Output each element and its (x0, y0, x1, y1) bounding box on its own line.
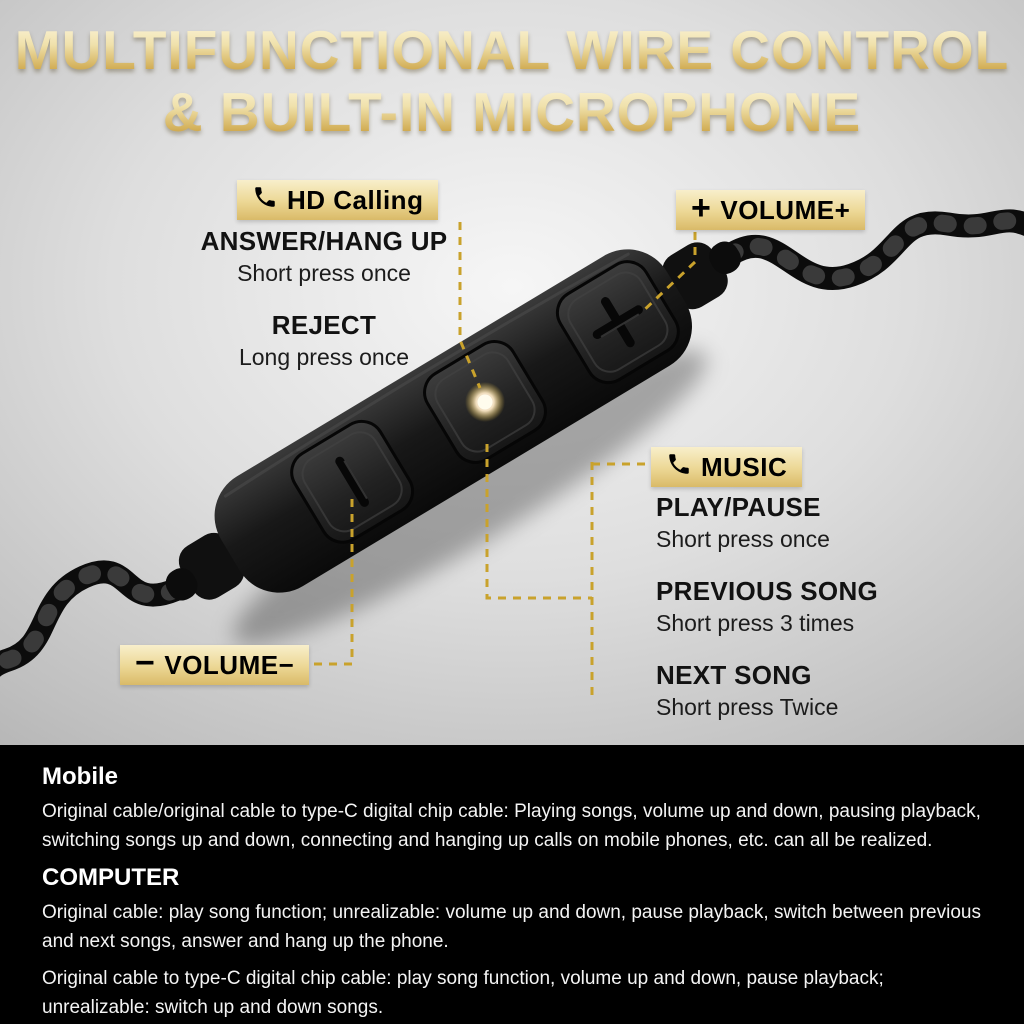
phone-icon (252, 184, 278, 217)
volume-up-label: VOLUME+ (720, 194, 851, 225)
connector-music-device (485, 444, 592, 600)
volume-down-badge: − VOLUME− (120, 644, 310, 685)
minus-icon: − (135, 644, 156, 682)
item-desc: Long press once (238, 344, 410, 370)
item-desc: Short press once (656, 526, 830, 552)
item-desc: Short press once (237, 260, 411, 286)
music-label: MUSIC (701, 451, 788, 482)
cable-bottom (0, 560, 187, 677)
reject-item: REJECT Long press once (188, 310, 460, 371)
volume-up-badge: + VOLUME+ (676, 189, 866, 230)
item-title: PLAY/PAUSE (656, 492, 821, 522)
volume-up-button (555, 260, 680, 385)
item-desc: Short press 3 times (656, 610, 855, 636)
computer-heading: COMPUTER (42, 864, 180, 891)
computer-paragraph-1: Original cable: play song function; unre… (42, 902, 981, 952)
connector-volume-down (314, 494, 354, 666)
item-title: REJECT (271, 310, 377, 340)
cable-top (718, 209, 1024, 290)
connector-volume-up (640, 232, 697, 314)
center-multifunction-button (423, 340, 547, 464)
connector-hd-calling (458, 222, 482, 389)
compatibility-panel: Mobile Original cable/original cable to … (0, 745, 1024, 1024)
hd-calling-items: ANSWER/HANG UP Short press once REJECT L… (188, 226, 460, 394)
item-title: ANSWER/HANG UP (200, 226, 448, 256)
hd-calling-badge: HD Calling (237, 180, 439, 220)
next-song-item: NEXT SONG Short press Twice (656, 660, 956, 721)
music-badge: MUSIC (651, 447, 803, 487)
answer-hang-up-item: ANSWER/HANG UP Short press once (188, 226, 460, 287)
title-line1: MULTIFUNCTIONAL WIRE CONTROL (0, 19, 1024, 82)
remote-device (165, 241, 741, 601)
play-pause-item: PLAY/PAUSE Short press once (656, 492, 956, 553)
phone-icon (666, 451, 692, 484)
previous-song-item: PREVIOUS SONG Short press 3 times (656, 576, 956, 637)
computer-paragraph-2: Original cable to type-C digital chip ca… (42, 968, 884, 1018)
volume-down-label: VOLUME− (164, 649, 295, 680)
item-title: PREVIOUS SONG (656, 576, 879, 606)
microphone-hole (477, 394, 493, 410)
music-items: PLAY/PAUSE Short press once PREVIOUS SON… (656, 492, 956, 744)
mobile-paragraph: Original cable/original cable to type-C … (42, 801, 981, 851)
item-desc: Short press Twice (656, 694, 839, 720)
title-line2: & BUILT-IN MICROPHONE (0, 81, 1024, 144)
item-title: NEXT SONG (656, 660, 812, 690)
hd-calling-label: HD Calling (287, 184, 424, 215)
page-title: MULTIFUNCTIONAL WIRE CONTROL & BUILT-IN … (0, 19, 1024, 144)
plus-icon: + (691, 189, 712, 227)
mobile-heading: Mobile (42, 763, 118, 790)
device-shadow (233, 349, 707, 645)
minus-glyph (335, 456, 370, 507)
volume-down-button (290, 419, 415, 544)
